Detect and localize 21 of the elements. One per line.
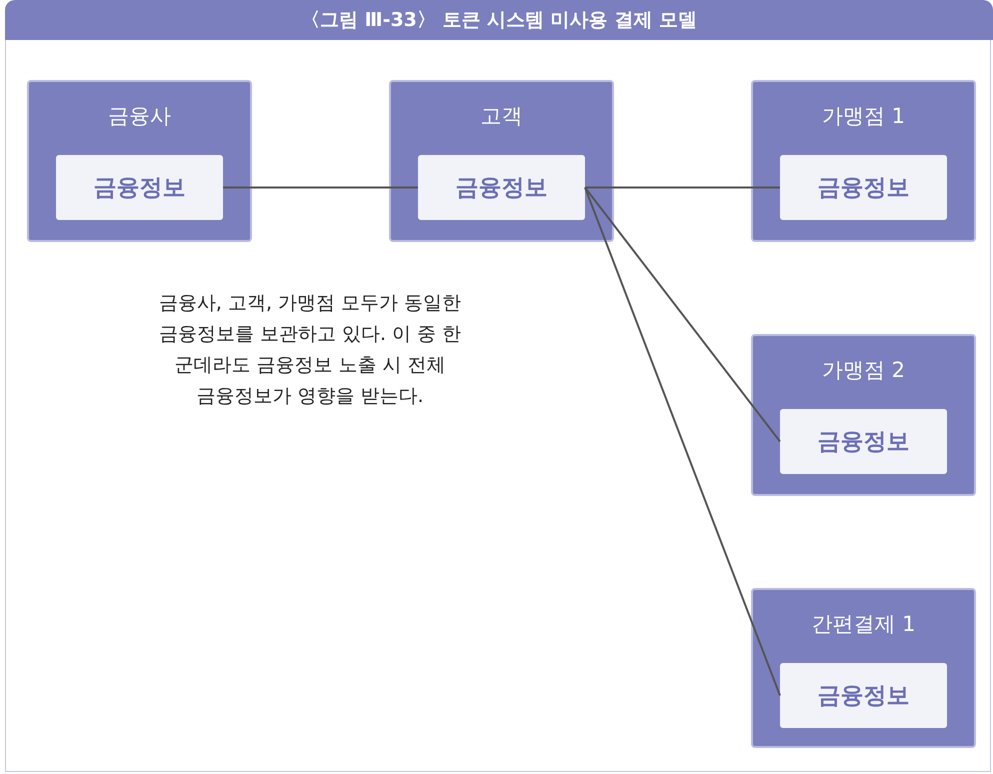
entity-title: 가맹점 2 <box>820 357 906 384</box>
title-bar: 〈그림 Ⅲ-33〉 토큰 시스템 미사용 결제 모델 <box>5 0 993 40</box>
connector-line <box>584 186 781 442</box>
entity-box <box>751 334 976 496</box>
info-box: 금융정보 <box>780 663 947 728</box>
entity-title: 금융사 <box>107 103 172 130</box>
entity-box <box>389 80 614 242</box>
connector-line <box>585 186 780 188</box>
info-box: 금융정보 <box>418 155 585 220</box>
info-box: 금융정보 <box>780 409 947 474</box>
note-text: 금융사, 고객, 가맹점 모두가 동일한 금융정보를 보관하고 있다. 이 중 한 군데라도 금융정보 노출 시 전체 금융정보가 영향을 받는다. <box>158 291 462 409</box>
entity-title: 가맹점 1 <box>820 103 906 130</box>
connector-line <box>223 186 418 188</box>
info-box: 금융정보 <box>56 155 223 220</box>
entity-box <box>27 80 252 242</box>
info-box: 금융정보 <box>780 155 947 220</box>
entity-title: 고객 <box>480 103 524 130</box>
connector-line <box>584 187 781 696</box>
entity-box <box>751 80 976 242</box>
entity-title: 간편결제 1 <box>810 611 917 638</box>
entity-box <box>751 588 976 748</box>
